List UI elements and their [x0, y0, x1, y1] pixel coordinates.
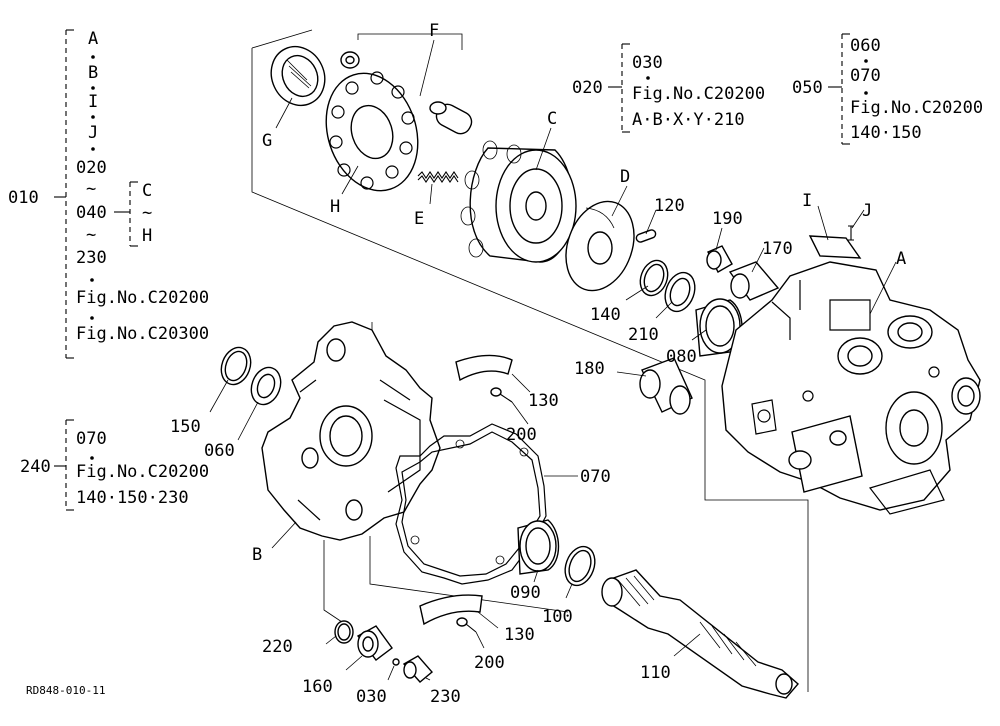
legend-010-tilde-1: ~: [86, 179, 96, 199]
part-200-bolt-lower: [456, 617, 477, 633]
callout-180: 180: [574, 359, 605, 379]
callout-b: B: [252, 545, 262, 565]
callout-170: 170: [762, 239, 793, 259]
part-a-housing: [721, 261, 981, 515]
callout-150: 150: [170, 417, 201, 437]
part-120-pin: [635, 229, 657, 243]
callout-220: 220: [262, 637, 293, 657]
callout-130-lower: 130: [504, 625, 535, 645]
part-100-ring: [564, 545, 596, 587]
part-j-screw: [848, 225, 854, 241]
legend-050-item-parts: 140·150: [850, 123, 922, 143]
legend-240: 240 070 Fig.No.C20200 140·150·230: [20, 419, 209, 511]
legend-240-item-parts: 140·150·230: [76, 488, 189, 508]
callout-g: G: [262, 131, 272, 151]
diagram-id: RD848-010-11: [26, 684, 105, 697]
callout-060: 060: [204, 441, 235, 461]
legend-020: 020 030 Fig.No.C20200 A·B·X·Y·210: [572, 43, 765, 133]
legend-010-item-b: B: [88, 63, 98, 83]
callout-h: H: [330, 197, 340, 217]
legend-240-code: 240: [20, 457, 51, 477]
callout-c: C: [547, 109, 557, 129]
callout-200-lower: 200: [474, 653, 505, 673]
part-060-seal: [250, 366, 282, 406]
callout-130-upper: 130: [528, 391, 559, 411]
part-170-pin: [728, 261, 780, 301]
callout-030: 030: [356, 687, 387, 707]
legend-050: 050 060 070 Fig.No.C20200 140·150: [792, 33, 983, 145]
legend-010-item-fig1: Fig.No.C20200: [76, 288, 209, 308]
legend-010-tilde-2: ~: [86, 225, 96, 245]
callout-leaders: [209, 39, 897, 681]
legend-010-item-fig2: Fig.No.C20300: [76, 324, 209, 344]
legend-050-item-060: 060: [850, 36, 881, 56]
legend-010-code: 010: [8, 188, 39, 208]
part-180-pin: [639, 357, 693, 415]
legend-010-item-230: 230: [76, 248, 107, 268]
part-d-valve-plate: [565, 200, 635, 292]
legend-010-item-j: J: [88, 123, 98, 143]
callout-labels: F C G H E D 120 190 170 I J A 140 210 08…: [170, 21, 906, 707]
callout-090: 090: [510, 583, 541, 603]
legend-050-item-070: 070: [850, 66, 881, 86]
legend-010: 010 A B I J 020 ~ 040 ~ 230 Fig.No.C2020…: [8, 29, 209, 359]
legend-010-item-a: A: [88, 29, 98, 49]
legend-240-item-070: 070: [76, 429, 107, 449]
part-220-oring: [334, 620, 354, 644]
legend-010-item-020: 020: [76, 158, 107, 178]
callout-110: 110: [640, 663, 671, 683]
legend-010-sub-c: C: [142, 181, 152, 201]
callout-140: 140: [590, 305, 621, 325]
legend-020-code: 020: [572, 78, 603, 98]
part-e-spring: [417, 171, 459, 183]
callout-210: 210: [628, 325, 659, 345]
part-150-snap-ring: [220, 346, 252, 386]
legend-050-code: 050: [792, 78, 823, 98]
part-i-plate: [808, 235, 862, 259]
legend-010-item-i: I: [88, 92, 98, 112]
callout-230: 230: [430, 687, 461, 707]
legend-010-sub-h: H: [142, 226, 152, 246]
part-130-shim-lower: [419, 594, 483, 626]
part-b-end-cover: [261, 321, 441, 541]
legend-240-item-fig: Fig.No.C20200: [76, 462, 209, 482]
part-160-plug: [356, 625, 393, 661]
part-190-plug: [706, 245, 733, 273]
legend-020-item-parts: A·B·X·Y·210: [632, 110, 745, 130]
part-110-shaft: [601, 569, 799, 699]
callout-100: 100: [542, 607, 573, 627]
callout-190: 190: [712, 209, 743, 229]
part-090-bearing: [517, 519, 560, 575]
callout-i: I: [802, 191, 812, 211]
part-h-retainer-plate: [325, 71, 419, 192]
callout-120: 120: [654, 196, 685, 216]
callout-080: 080: [666, 347, 697, 367]
part-200-bolt-upper: [490, 387, 513, 403]
callout-d: D: [620, 167, 630, 187]
legend-020-item-fig: Fig.No.C20200: [632, 84, 765, 104]
legend-010-sub-tilde: ~: [142, 203, 152, 223]
legend-050-item-fig: Fig.No.C20200: [850, 98, 983, 118]
callout-200-upper: 200: [506, 425, 537, 445]
legend-020-item-030: 030: [632, 53, 663, 73]
part-030-pin: [392, 658, 400, 666]
callout-160: 160: [302, 677, 333, 697]
callout-a: A: [896, 249, 906, 269]
part-g-cradle: [270, 45, 326, 107]
callout-070: 070: [580, 467, 611, 487]
legend-010-item-040: 040: [76, 203, 107, 223]
part-230-sleeve: [402, 655, 433, 683]
callout-f: F: [429, 21, 439, 41]
part-c-cylinder-block: [460, 140, 577, 263]
callout-e: E: [414, 209, 424, 229]
callout-j: J: [862, 201, 872, 221]
part-f-pins: [340, 51, 473, 135]
part-130-shim-upper: [455, 354, 513, 382]
part-210-ring: [664, 271, 696, 313]
